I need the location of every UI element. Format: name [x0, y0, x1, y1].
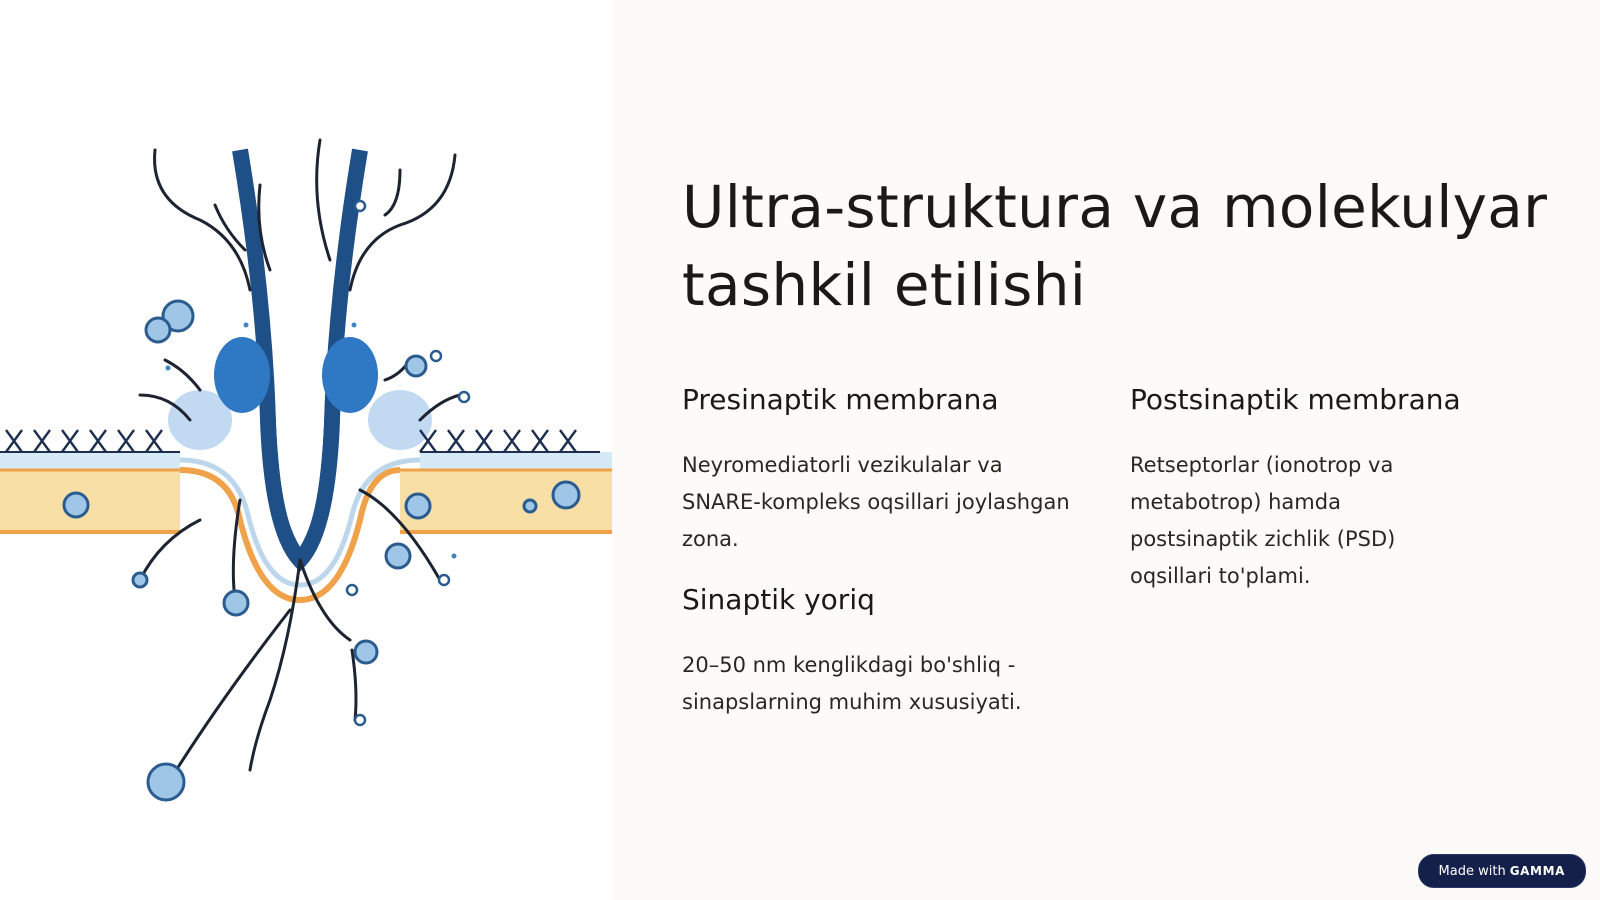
presynaptic-text: Neyromediatorli vezikulalar va SNARE-kom…	[682, 453, 1070, 551]
synapse-drawing	[0, 138, 612, 802]
presynaptic-heading: Presinaptik membrana	[682, 383, 999, 416]
cleft-heading: Sinaptik yoriq	[682, 583, 875, 616]
made-with-gamma-badge[interactable]: Made with GAMMA	[1417, 854, 1586, 888]
content-panel: Ultra-struktura va molekulyar tashkil et…	[612, 0, 1600, 900]
postsynaptic-text: Retseptorlar (ionotrop va metabotrop) ha…	[1130, 453, 1396, 588]
badge-prefix: Made with	[1438, 863, 1506, 879]
synapse-illustration	[0, 0, 612, 900]
gamma-logo: GAMMA	[1509, 864, 1565, 878]
cleft-text: 20–50 nm kenglikdagi bo'shliq - sinapsla…	[682, 653, 1022, 714]
slide-title: Ultra-struktura va molekulyar tashkil et…	[682, 173, 1548, 319]
postsynaptic-heading: Postsinaptik membrana	[1130, 383, 1461, 416]
